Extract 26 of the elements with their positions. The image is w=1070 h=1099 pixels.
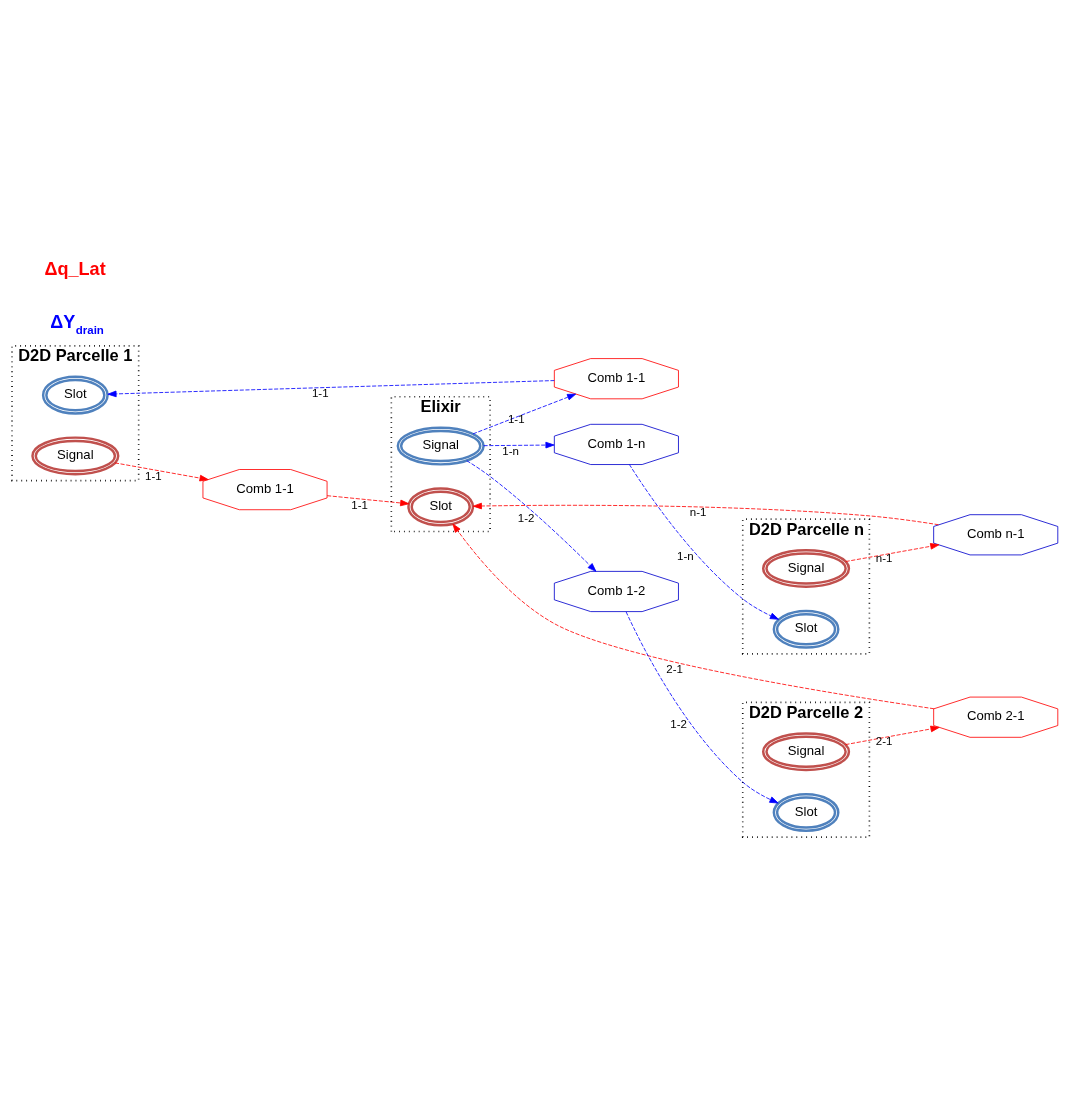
edge-label: 1-1	[311, 386, 329, 399]
arrow	[483, 441, 555, 448]
edge-label: 1-2	[517, 511, 535, 524]
edge-label: n-1	[875, 551, 893, 564]
edge-label: n-1	[689, 505, 707, 518]
arrow	[472, 502, 939, 525]
arrow	[629, 463, 779, 620]
edge-label: 2-1	[875, 734, 893, 747]
arrow	[472, 393, 577, 434]
arrow	[114, 462, 209, 481]
edge-label: 1-1	[507, 412, 525, 425]
label: ΔY$_{drain}$	[50, 311, 104, 336]
arrow	[845, 542, 940, 562]
arrow	[845, 725, 940, 745]
edge-label: 1-1	[351, 498, 368, 511]
edge-label: 1-2	[670, 717, 687, 730]
arrow	[326, 494, 410, 506]
arrow	[452, 523, 935, 709]
edge-label: 1-n	[677, 549, 694, 562]
arrow	[466, 459, 597, 572]
edge-label: 1-n	[502, 444, 519, 457]
arrow	[107, 379, 555, 397]
arrow	[625, 610, 779, 803]
edge-label: 2-1	[666, 662, 683, 675]
label: Δq_Lat	[44, 258, 106, 279]
edge-label: 1-1	[145, 469, 162, 482]
